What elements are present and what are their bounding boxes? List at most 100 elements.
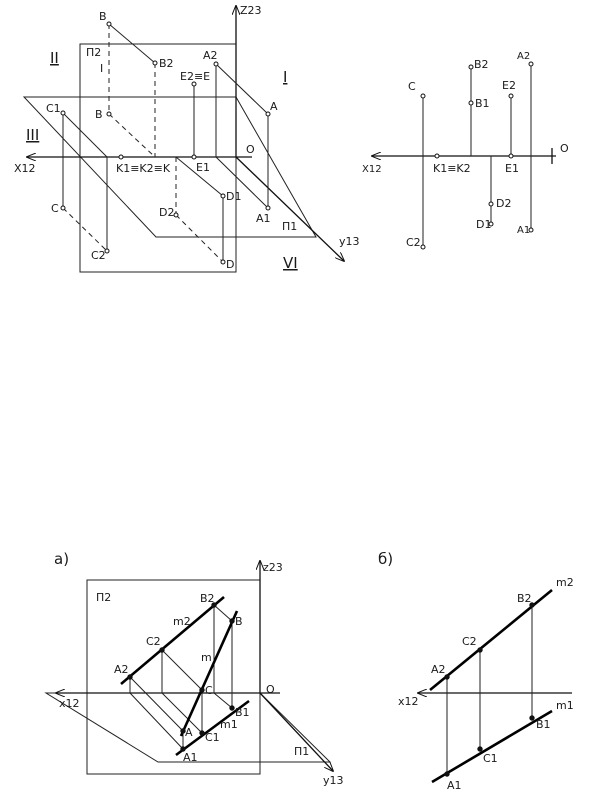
line-m1: [175, 699, 250, 757]
point-c1: [60, 110, 66, 116]
point-c1: [477, 746, 483, 752]
point-b-space: [106, 21, 112, 27]
point-b: [229, 618, 235, 624]
label-a2: A2: [203, 49, 218, 62]
line-m: [179, 610, 239, 737]
label-b2: B2: [517, 592, 532, 605]
label-plane-h: П1: [294, 745, 309, 758]
point-a2: [444, 674, 450, 680]
figure-2-epure: O X12 C C2 K1≡K2 B2 B1 E2 E1 D2 D1 A2 A1: [362, 51, 569, 250]
label-c1: C1: [46, 102, 61, 115]
point-b2: [211, 602, 217, 608]
label-x-axis: X12: [14, 162, 36, 175]
label-d: D: [226, 258, 234, 271]
label-a1: A1: [517, 225, 530, 236]
label-c: C: [51, 202, 59, 215]
point-k: [118, 154, 124, 160]
point-e2: [508, 93, 514, 99]
label-z-axis: Z23: [240, 4, 262, 17]
point-b1: [468, 100, 474, 106]
label-k: K1≡K2≡K: [116, 162, 171, 175]
label-a2: A2: [114, 663, 129, 676]
label-a2: A2: [431, 663, 446, 676]
label-origin: O: [246, 143, 255, 156]
label-b1: B: [95, 108, 103, 121]
label-c2: C2: [146, 635, 161, 648]
point-c2: [420, 244, 426, 250]
label-plane-v: П2: [86, 46, 101, 59]
b-link-b: [213, 604, 233, 622]
point-e1: [191, 154, 197, 160]
label-x-axis: x12: [398, 695, 419, 708]
label-b1: B1: [475, 97, 490, 110]
label-origin: O: [266, 683, 275, 696]
label-a2: A2: [517, 51, 530, 62]
point-d2: [488, 201, 494, 207]
point-e: [191, 81, 197, 87]
label-m1: m1: [220, 718, 238, 731]
label-b: B: [99, 10, 107, 23]
label-y-axis: y13: [339, 235, 360, 248]
label-c: C: [205, 684, 213, 697]
point-d1: [220, 193, 226, 199]
point-a-space: [265, 111, 271, 117]
label-b: B: [235, 615, 243, 628]
c-projector-b: [62, 112, 108, 158]
point-c2: [477, 647, 483, 653]
label-c1: C1: [483, 752, 498, 765]
point-a2: [127, 674, 133, 680]
point-a1: [444, 771, 450, 777]
point-a1: [528, 227, 534, 233]
caption-a: а): [54, 550, 69, 568]
label-plane-v: П2: [96, 591, 111, 604]
label-quadrant-1: I: [283, 68, 287, 86]
label-a1: A1: [183, 751, 198, 764]
label-e: E2≡E: [180, 70, 210, 83]
point-d1: [488, 221, 494, 227]
point-a: [180, 728, 186, 734]
d-projector-b: [175, 214, 224, 263]
point-b1: [229, 705, 235, 711]
label-y-axis: y13: [323, 774, 344, 787]
label-c: C: [408, 80, 416, 93]
y-axis: [259, 692, 333, 771]
label-b2: B2: [159, 57, 174, 70]
caption-b: б): [378, 550, 393, 568]
label-b2: B2: [474, 58, 489, 71]
y-axis: [235, 156, 344, 261]
point-a1: [265, 205, 271, 211]
point-b1: [106, 111, 112, 117]
label-c2: C2: [462, 635, 477, 648]
label-quadrant-3: III: [26, 126, 39, 144]
label-a1: A1: [447, 779, 462, 792]
label-d2: D2: [159, 206, 174, 219]
b-projector-c: [108, 113, 156, 158]
b-link-d: [213, 692, 233, 709]
point-d-space: [220, 259, 226, 265]
label-b1: B1: [536, 718, 551, 731]
label-d2: D2: [496, 197, 511, 210]
point-d2: [173, 212, 179, 218]
label-m2: m2: [556, 576, 574, 589]
line-m1: [431, 709, 553, 784]
label-x-axis: X12: [362, 164, 382, 175]
point-c-space: [60, 205, 66, 211]
point-k: [434, 153, 440, 159]
a-projector-d: [215, 156, 269, 209]
label-m: m: [201, 651, 212, 664]
label-quadrant-1-inner: I: [100, 62, 103, 75]
point-c2: [104, 248, 110, 254]
label-x-axis: x12: [59, 697, 80, 710]
c-projector-c: [62, 207, 108, 252]
c-link-c: [161, 649, 203, 691]
label-d1: D1: [476, 218, 491, 231]
point-c: [420, 93, 426, 99]
point-b1: [529, 715, 535, 721]
label-a: A: [270, 100, 278, 113]
figure-1-spatial-model: Z23 X12 y13 П2 П1 O I II III VI I B B2 B…: [14, 4, 360, 273]
label-a: A: [185, 726, 193, 739]
label-e2: E2: [502, 79, 516, 92]
point-c2: [159, 647, 165, 653]
label-quadrant-2: II: [50, 49, 59, 67]
label-k: K1≡K2: [433, 162, 471, 175]
